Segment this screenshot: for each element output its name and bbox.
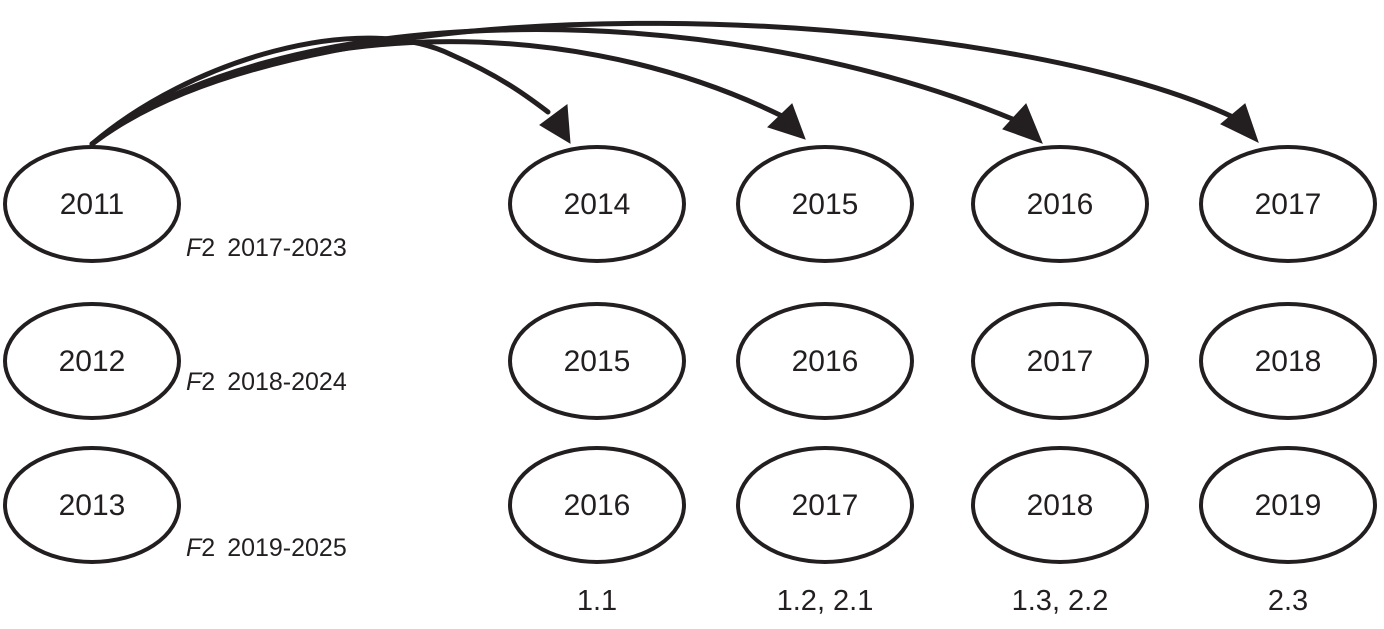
node-label: 2018 [1255,345,1322,378]
node-label-2013: 2013 [59,489,126,522]
node-2017-row1: 2017 [1199,145,1377,263]
node-label: 2018 [1027,489,1094,522]
annot-suffix: 2 [201,534,215,562]
column-labels: 1.1 1.2, 2.1 1.3, 2.2 2.3 [577,585,1308,617]
node-2015-row2: 2015 [508,302,686,420]
arrowhead-2016 [1002,103,1043,144]
column-label-1: 1.1 [577,585,617,617]
node-label: 2016 [792,345,859,378]
arrowhead-2014 [539,104,571,144]
node-label: 2017 [792,489,859,522]
node-2017-row3: 2017 [736,446,914,564]
forecast-range-3: F2 2019-2025 [186,534,347,562]
node-label: 2014 [564,188,631,221]
arrowhead-2015 [767,103,806,140]
arrow-2011-to-2017 [89,20,1238,147]
node-2016-row3: 2016 [508,446,686,564]
node-2016-row2: 2016 [736,302,914,420]
node-2018-row3: 2018 [971,446,1149,564]
node-2013: 2013 [3,446,181,564]
annot-range: 2018-2024 [227,368,347,396]
row-1: 2011 F2 2017-2023 2014 2015 2016 2017 [3,145,1377,263]
annot-range: 2017-2023 [227,234,347,262]
node-label: 2015 [564,345,631,378]
node-label-2011: 2011 [60,188,125,221]
column-label-3: 1.3, 2.2 [1012,585,1109,617]
column-label-2: 1.2, 2.1 [777,585,874,617]
annot-prefix: F [186,368,203,396]
forecast-range-1: F2 2017-2023 [186,234,347,262]
node-label: 2016 [1027,188,1094,221]
arrowhead-2017 [1220,103,1259,143]
node-2016-row1: 2016 [971,145,1149,263]
node-label-2012: 2012 [59,345,126,378]
node-label: 2019 [1255,489,1322,522]
node-2018-row2: 2018 [1199,302,1377,420]
node-2015-row1: 2015 [736,145,914,263]
node-label: 2015 [792,188,859,221]
column-label-4: 2.3 [1268,585,1308,617]
row-2: 2012 F2 2018-2024 2015 2016 2017 2018 [3,302,1377,420]
node-label: 2016 [564,489,631,522]
annot-range: 2019-2025 [227,534,347,562]
node-2017-row2: 2017 [971,302,1149,420]
node-2011: 2011 [3,145,181,263]
node-2012: 2012 [3,302,181,420]
arrows-group [89,20,1259,147]
row-3: 2013 F2 2019-2025 2016 2017 2018 2019 [3,446,1377,564]
annot-suffix: 2 [201,234,215,262]
annot-prefix: F [186,234,203,262]
node-2019-row3: 2019 [1199,446,1377,564]
node-label: 2017 [1255,188,1322,221]
annot-suffix: 2 [201,368,215,396]
arrow-2011-to-2015 [89,39,785,147]
node-2014-row1: 2014 [508,145,686,263]
annot-prefix: F [186,534,203,562]
forecast-range-2: F2 2018-2024 [186,368,347,396]
node-label: 2017 [1027,345,1094,378]
